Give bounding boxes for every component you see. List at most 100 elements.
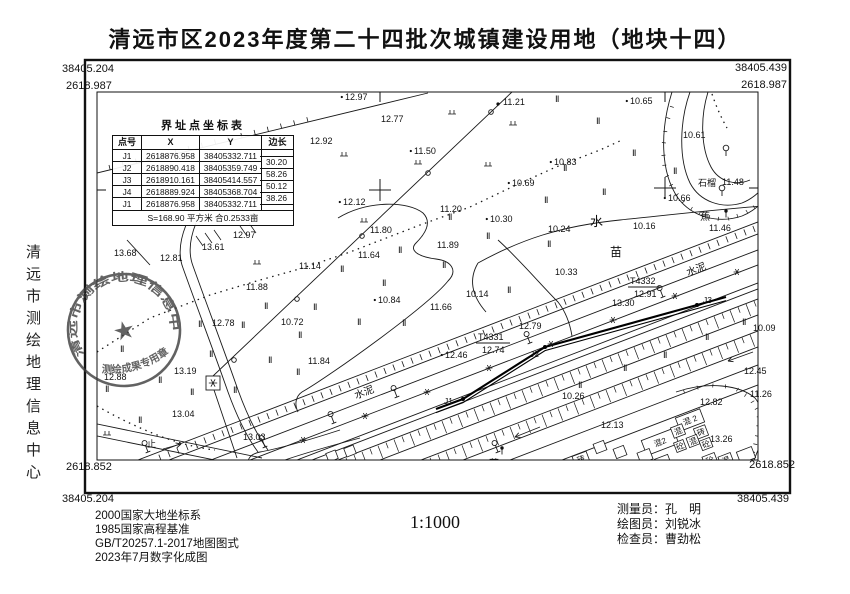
grass-symbol <box>360 218 368 223</box>
ditch-tick <box>455 340 459 347</box>
slope-hatch <box>369 448 373 455</box>
orchard-inner <box>702 92 751 184</box>
slope-hatch <box>501 429 505 436</box>
boundary-point-dot <box>695 303 699 307</box>
slope-hatch <box>721 313 725 320</box>
edge-tick <box>690 206 693 211</box>
boundary-point-label: J3 <box>703 295 712 305</box>
slope-hatch <box>613 386 617 393</box>
slope-hatch <box>477 439 483 452</box>
rice-paddy-symbol: Ⅱ <box>442 260 446 270</box>
rice-paddy-symbol: Ⅱ <box>190 387 194 397</box>
slope-hatch <box>657 337 661 344</box>
ditch-tick <box>554 302 558 309</box>
ditch-tick <box>716 239 720 246</box>
spot-elevation: 11.88 <box>246 282 268 292</box>
spot-elevation: 10.33 <box>555 267 578 277</box>
spot-elevation: 10.30 <box>490 214 513 224</box>
building: 混 <box>717 452 735 460</box>
spot-elevation: 11.64 <box>358 250 380 260</box>
spot-elevation: 13.19 <box>174 366 197 376</box>
ditch-tick <box>671 257 675 264</box>
slope-hatch <box>597 392 601 399</box>
slope-hatch <box>569 371 575 385</box>
edge-tick <box>745 209 749 214</box>
spot-elevation: 12.46 <box>445 350 468 360</box>
building <box>653 453 673 460</box>
transformer-icon <box>210 379 216 387</box>
slope-hatch <box>537 383 543 397</box>
spot-elevation: 10.14 <box>466 289 489 299</box>
ditch-tick <box>365 374 369 382</box>
road-line <box>380 314 758 460</box>
rice-paddy-symbol: Ⅱ <box>632 148 636 158</box>
slope-hatch <box>601 359 607 372</box>
flow-arrow <box>175 442 182 445</box>
street-lamp-icon <box>390 385 400 399</box>
slope-hatch <box>457 414 463 428</box>
edge-tick <box>754 407 758 410</box>
corner-coord-tl-e: 38405.204 <box>62 63 114 75</box>
rice-paddy-symbol: Ⅱ <box>296 367 300 377</box>
grass-symbol <box>414 160 422 165</box>
spot-elevation: 12.81 <box>160 253 183 263</box>
ditch-tick <box>329 388 333 395</box>
slope-hatch <box>361 451 366 460</box>
rice-paddy-symbol: Ⅱ <box>742 317 746 327</box>
dotted-boundary-tr <box>711 93 728 129</box>
rice-paddy-symbol: Ⅱ <box>544 195 548 205</box>
building <box>325 449 339 460</box>
ditch-tick <box>248 419 252 427</box>
spot-elevation: 13.04 <box>172 409 195 419</box>
edge-tick <box>669 184 674 187</box>
slope-hatch <box>409 433 415 446</box>
spot-dot <box>485 217 488 221</box>
road-bl-1 <box>97 423 263 459</box>
ditch-tick <box>158 454 162 460</box>
flow-arrow <box>727 356 733 362</box>
area-label: 苗 <box>610 245 622 259</box>
slope-hatch <box>617 353 623 366</box>
ditch-tick <box>167 451 171 458</box>
flow-arrow <box>727 351 754 362</box>
slope-hatch <box>645 374 649 381</box>
ditch-tick <box>473 333 477 340</box>
ditch-tick <box>266 412 270 420</box>
spot-elevation: 10.26 <box>562 391 585 401</box>
building-label: 砼 <box>674 440 685 452</box>
orchard-mid <box>681 92 758 206</box>
area-summary: S=168.90 平方米 合0.2533亩 <box>113 210 293 225</box>
spot-elevation: 11.26 <box>750 389 772 399</box>
rice-paddy-symbol: Ⅱ <box>357 317 361 327</box>
grass-symbol <box>484 162 492 167</box>
ditch-tick <box>734 232 738 240</box>
street-lamp-icon <box>491 440 501 454</box>
road-line <box>297 282 758 460</box>
edge-tick <box>675 193 679 197</box>
ditch-tick <box>338 385 342 392</box>
side-length-value: 58.26 <box>266 169 287 179</box>
slope-stroke <box>126 239 151 266</box>
slope-hatch <box>709 349 713 356</box>
slope-hatch <box>693 355 697 362</box>
flow-arrow <box>514 426 541 438</box>
frame-grid-ticks <box>97 92 758 191</box>
spot-dot <box>340 95 343 99</box>
ditch-tick <box>446 343 450 350</box>
slope-hatch <box>561 374 565 381</box>
spot-elevation: 13.03 <box>243 432 266 442</box>
corner-coord-br-e: 38405.439 <box>737 493 789 505</box>
spot-elevation: 13.68 <box>114 248 137 258</box>
spot-elevation: 10.24 <box>548 224 571 234</box>
rice-paddy-symbol: Ⅱ <box>705 332 709 342</box>
slope-hatch <box>549 411 553 418</box>
road-star-mark <box>362 412 368 420</box>
spot-elevation: 10.83 <box>554 157 577 167</box>
slope-hatch <box>453 448 457 455</box>
rice-paddy-symbol: Ⅱ <box>547 239 551 249</box>
pole-elevation-label: 12.74 <box>482 345 505 355</box>
area-label: 蕉 <box>700 211 710 223</box>
field-boundary <box>295 203 454 413</box>
slope-hatch <box>545 380 549 387</box>
spot-elevation: 10.61 <box>683 130 706 140</box>
